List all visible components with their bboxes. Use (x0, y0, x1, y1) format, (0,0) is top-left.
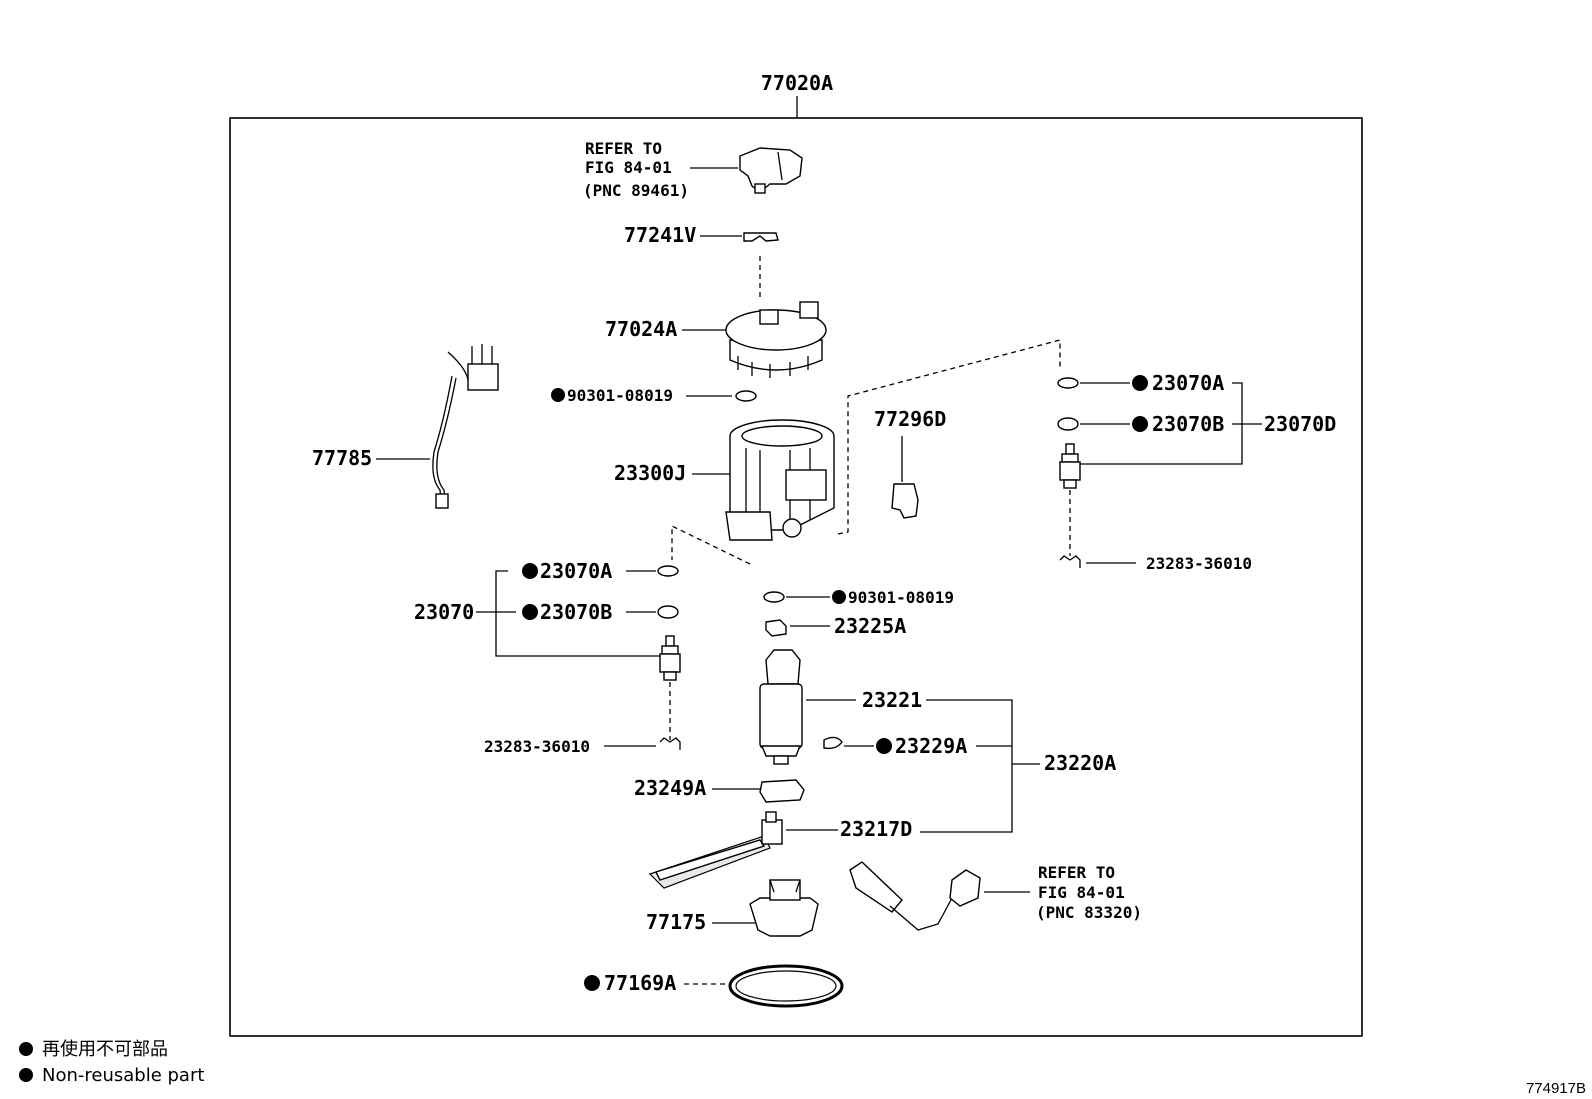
label-77296D: 77296D (874, 407, 946, 431)
label-23217D: 23217D (840, 817, 912, 841)
legend: 再使用不可部品 Non-reusable part (19, 1039, 204, 1086)
refer-note-bottom: REFER TO FIG 84-01 (PNC 83320) (1036, 863, 1142, 922)
label-23229A: 23229A (895, 734, 967, 758)
o-ring-23070B-left-part (657, 605, 679, 619)
retainer-23249A-part (759, 779, 805, 803)
clip-23283-right-part (1059, 555, 1081, 568)
label-23070A-right: 23070A (1152, 371, 1224, 395)
o-ring-90301-mid-part (763, 591, 785, 603)
cushion-23225A-part (765, 619, 787, 637)
bracket-77175-part (749, 879, 819, 937)
o-ring-23070A-right-part (1057, 377, 1079, 389)
non-reusable-dot (522, 604, 538, 620)
pump-housing-23300J-part (725, 419, 835, 541)
svg-text:(PNC 89461): (PNC 89461) (583, 181, 689, 200)
bracket-77296D-part (891, 483, 919, 519)
pressure-sensor-part (739, 147, 803, 194)
o-ring-23070B-right-part (1057, 417, 1079, 431)
label-90301-08019-mid: 90301-08019 (848, 588, 954, 607)
label-23220A: 23220A (1044, 751, 1116, 775)
svg-text:REFER TO: REFER TO (585, 139, 662, 158)
label-23283-36010-left: 23283-36010 (484, 737, 590, 756)
gasket-77169A-part (728, 964, 844, 1008)
refer-note-top: REFER TO FIG 84-01 (PNC 89461) (583, 139, 689, 200)
label-77785: 77785 (312, 446, 372, 470)
assembly-label: 77020A (761, 71, 833, 95)
label-23070A-left: 23070A (540, 559, 612, 583)
legend-dot-icon (19, 1042, 33, 1056)
label-77024A: 77024A (605, 317, 677, 341)
non-reusable-dot (1132, 416, 1148, 432)
o-ring-23070A-left-part (657, 565, 679, 577)
label-23225A: 23225A (834, 614, 906, 638)
non-reusable-dot (1132, 375, 1148, 391)
svg-text:REFER TO: REFER TO (1038, 863, 1115, 882)
fuel-valve-right-part (1059, 443, 1081, 489)
clip-77241V-part (743, 232, 779, 242)
svg-text:FIG 84-01: FIG 84-01 (1038, 883, 1125, 902)
non-reusable-dot (551, 388, 565, 402)
label-90301-08019-top: 90301-08019 (567, 386, 673, 405)
label-23300J: 23300J (614, 461, 686, 485)
label-23070D: 23070D (1264, 412, 1336, 436)
non-reusable-dot (832, 590, 846, 604)
wire-harness-77785-part (432, 344, 499, 509)
fuel-valve-left-part (659, 635, 681, 681)
fuel-filter-23217D-part (648, 811, 783, 889)
non-reusable-dot (876, 738, 892, 754)
figure-id: 774917B (1526, 1080, 1586, 1097)
legend-item-japanese: 再使用不可部品 (42, 1039, 168, 1060)
o-ring-90301-top-part (735, 390, 757, 402)
label-77169A: 77169A (604, 971, 676, 995)
svg-text:(PNC 83320): (PNC 83320) (1036, 903, 1142, 922)
clip-23229A-part (823, 736, 843, 750)
label-23070B-left: 23070B (540, 600, 612, 624)
fuel-pump-flange-part (725, 301, 827, 378)
non-reusable-dot (522, 563, 538, 579)
label-23249A: 23249A (634, 776, 706, 800)
label-77175: 77175 (646, 910, 706, 934)
legend-dot-icon (19, 1068, 33, 1082)
non-reusable-dot (584, 975, 600, 991)
assembly-frame (229, 117, 1363, 1037)
fuel-pump-23221-part (759, 649, 803, 765)
label-23070B-right: 23070B (1152, 412, 1224, 436)
fuel-level-sender-part (849, 861, 981, 931)
clip-23283-left-part (659, 737, 681, 750)
label-23283-36010-right: 23283-36010 (1146, 554, 1252, 573)
svg-text:FIG 84-01: FIG 84-01 (585, 158, 672, 177)
label-23070: 23070 (414, 600, 474, 624)
label-77241V: 77241V (624, 223, 696, 247)
legend-item-english: Non-reusable part (42, 1065, 204, 1086)
label-23221: 23221 (862, 688, 922, 712)
